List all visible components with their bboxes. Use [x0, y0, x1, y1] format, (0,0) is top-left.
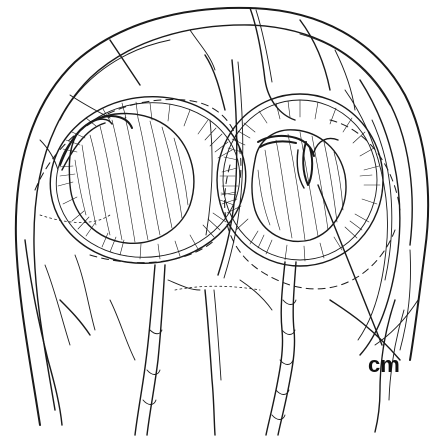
vessels	[25, 8, 404, 432]
right-folds	[345, 80, 400, 355]
descending-tubes	[135, 262, 296, 435]
left-eye	[39, 84, 256, 276]
label-cm: cm	[368, 352, 400, 377]
